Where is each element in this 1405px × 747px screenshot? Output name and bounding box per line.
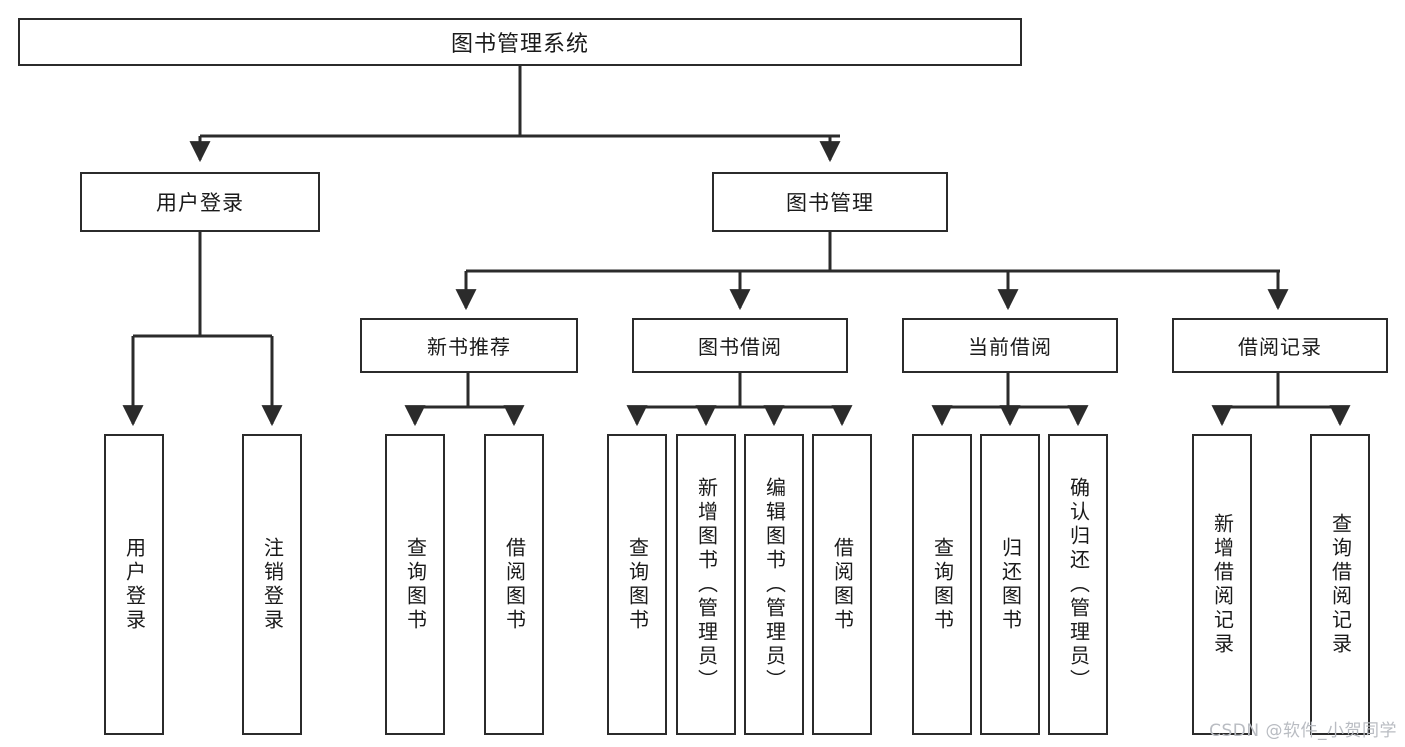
- node-label: 查询借阅记录: [1328, 512, 1353, 657]
- node-label: 借阅图书: [830, 536, 855, 633]
- node-label: 图书管理: [786, 191, 874, 215]
- leaf-user-login-signin[interactable]: 用户登录: [104, 434, 164, 735]
- node-root-system[interactable]: 图书管理系统: [18, 18, 1022, 66]
- node-label: 注销登录: [260, 536, 285, 633]
- leaf-borrow-record-query[interactable]: 查询借阅记录: [1310, 434, 1370, 735]
- leaf-book-borrow-lend[interactable]: 借阅图书: [812, 434, 872, 735]
- leaf-book-borrow-query[interactable]: 查询图书: [607, 434, 667, 735]
- node-current-borrow[interactable]: 当前借阅: [902, 318, 1118, 373]
- node-label: 查询图书: [403, 536, 428, 633]
- node-label: 图书借阅: [698, 335, 782, 359]
- leaf-book-borrow-add[interactable]: 新增图书（管理员）: [676, 434, 736, 735]
- node-label: 归还图书: [998, 536, 1023, 633]
- node-label: 图书管理系统: [450, 32, 589, 57]
- leaf-borrow-record-add[interactable]: 新增借阅记录: [1192, 434, 1252, 735]
- node-label: 查询图书: [625, 536, 650, 633]
- leaf-current-borrow-confirm-return[interactable]: 确认归还（管理员）: [1048, 434, 1108, 735]
- node-borrow-record[interactable]: 借阅记录: [1172, 318, 1388, 373]
- node-label: 确认归还（管理员）: [1066, 476, 1091, 693]
- node-label: 借阅图书: [502, 536, 527, 633]
- leaf-book-borrow-edit[interactable]: 编辑图书（管理员）: [744, 434, 804, 735]
- leaf-current-borrow-query[interactable]: 查询图书: [912, 434, 972, 735]
- leaf-user-login-signout[interactable]: 注销登录: [242, 434, 302, 735]
- leaf-current-borrow-return[interactable]: 归还图书: [980, 434, 1040, 735]
- node-label: 当前借阅: [968, 335, 1052, 359]
- node-label: 编辑图书（管理员）: [762, 476, 787, 693]
- node-label: 借阅记录: [1238, 335, 1322, 359]
- node-book-borrow[interactable]: 图书借阅: [632, 318, 848, 373]
- leaf-new-book-borrow[interactable]: 借阅图书: [484, 434, 544, 735]
- node-label: 新书推荐: [427, 335, 511, 359]
- node-book-management[interactable]: 图书管理: [712, 172, 948, 232]
- node-label: 新增借阅记录: [1210, 512, 1235, 657]
- node-new-book-recommend[interactable]: 新书推荐: [360, 318, 578, 373]
- node-label: 新增图书（管理员）: [694, 476, 719, 693]
- node-label: 用户登录: [122, 536, 147, 633]
- node-label: 用户登录: [156, 191, 244, 215]
- node-label: 查询图书: [930, 536, 955, 633]
- leaf-new-book-query[interactable]: 查询图书: [385, 434, 445, 735]
- node-user-login[interactable]: 用户登录: [80, 172, 320, 232]
- watermark-text: CSDN @软件_小贺同学: [1209, 721, 1397, 741]
